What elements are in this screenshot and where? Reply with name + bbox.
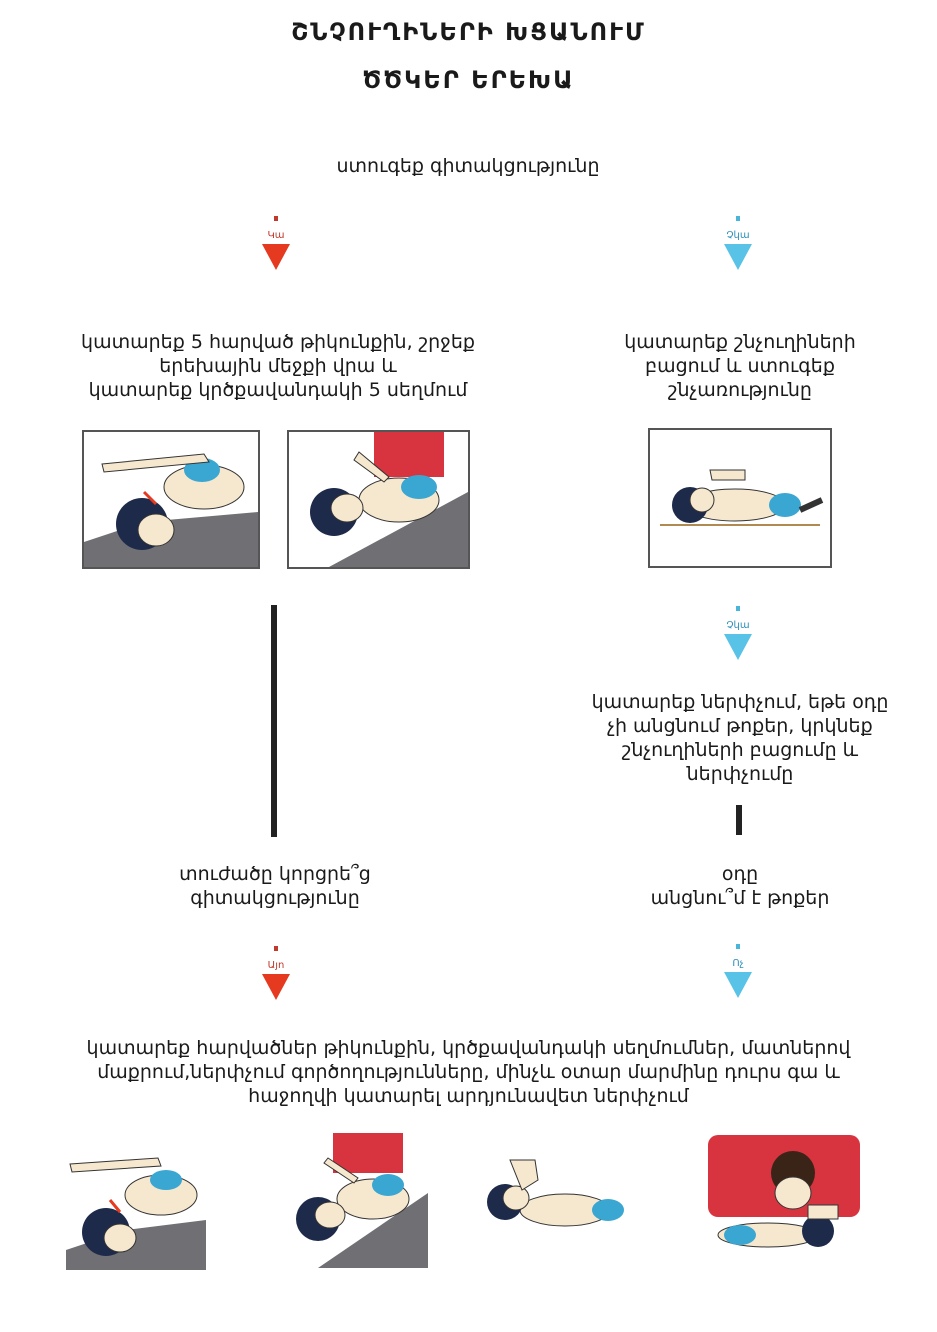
right-arrow-not-breathing: Չկա [718, 606, 758, 666]
text-line: երեխային մեջքի վրա և [159, 355, 397, 377]
page-title: ՇՆՉՈՒՂԻՆԵՐԻ ԽՑԱՆՈՒՄ [291, 18, 646, 46]
down-arrow-icon [262, 974, 290, 1000]
right-arrow-unconscious: Չկա [718, 216, 758, 276]
down-arrow-icon [724, 634, 752, 660]
left-arrow-yes: Այո [256, 946, 296, 1006]
left-instruction: կատարեք 5 հարված թիկունքին, շրջեք երեխայ… [58, 330, 498, 402]
text-line: կատարեք շնչուղիների [624, 331, 856, 353]
text-line: գիտակցությունը [190, 887, 360, 909]
rescue-breaths-illustration [708, 1135, 860, 1255]
final-instruction: կատարեք հարվածներ թիկունքին, կրծքավանդակ… [40, 1036, 897, 1108]
arrow-label: Չկա [726, 620, 750, 631]
left-question: տուժածը կորցրե՞ց գիտակցությունը [130, 862, 420, 910]
text-line: կատարեք ներփչում, եթե օդը [591, 691, 889, 713]
left-arrow-conscious: Կա [256, 216, 296, 276]
text-line: շնչուղիների բացումը և [621, 739, 859, 761]
down-arrow-icon [724, 244, 752, 270]
airway-opening-illustration [648, 428, 832, 568]
down-arrow-icon [262, 244, 290, 270]
text-line: մաքրում,ներփչում գործողությունները, մինչ… [97, 1061, 840, 1083]
text-line: բացում և ստուգեք [645, 355, 835, 377]
text-line: կատարեք 5 հարված թիկունքին, շրջեք [81, 331, 475, 353]
text-line: հաջողվի կատարել արդյունավետ ներփչում [248, 1085, 689, 1107]
right-question: օդը անցնու՞մ է թոքեր [600, 862, 880, 910]
chest-thrusts-illustration [287, 430, 470, 569]
right-arrow-no: Ոչ [718, 944, 758, 1004]
flow-connector-line [736, 805, 742, 835]
text-line: կատարեք հարվածներ թիկունքին, կրծքավանդակ… [86, 1037, 851, 1059]
arrow-label: Այո [267, 960, 285, 971]
finger-sweep-illustration [480, 1140, 630, 1255]
down-arrow-icon [724, 972, 752, 998]
back-blows-illustration-2 [66, 1150, 206, 1270]
page-subtitle: ԾԾԿԵՐ ԵՐԵԽԱ [362, 66, 575, 94]
back-blows-illustration [82, 430, 260, 569]
chest-thrusts-illustration-2 [288, 1133, 428, 1268]
arrow-label: Չկա [726, 230, 750, 241]
text-line: ներփչումը [686, 763, 794, 785]
arrow-label: Կա [267, 230, 285, 241]
right-instruction: կատարեք շնչուղիների բացում և ստուգեք շնչ… [580, 330, 900, 402]
text-line: կատարեք կրծքավանդակի 5 սեղմում [88, 379, 468, 401]
text-line: անցնու՞մ է թոքեր [650, 887, 830, 909]
text-line: օդը [721, 863, 759, 885]
text-line: չի անցնում թոքեր, կրկնեք [607, 715, 873, 737]
right-instruction-2: կատարեք ներփչում, եթե օդը չի անցնում թոք… [560, 690, 920, 786]
check-consciousness-text: ստուգեք գիտակցությունը [336, 155, 600, 177]
text-line: շնչառությունը [668, 379, 812, 401]
text-line: տուժածը կորցրե՞ց [179, 863, 371, 885]
arrow-label: Ոչ [732, 958, 744, 969]
flow-connector-line [271, 605, 277, 837]
